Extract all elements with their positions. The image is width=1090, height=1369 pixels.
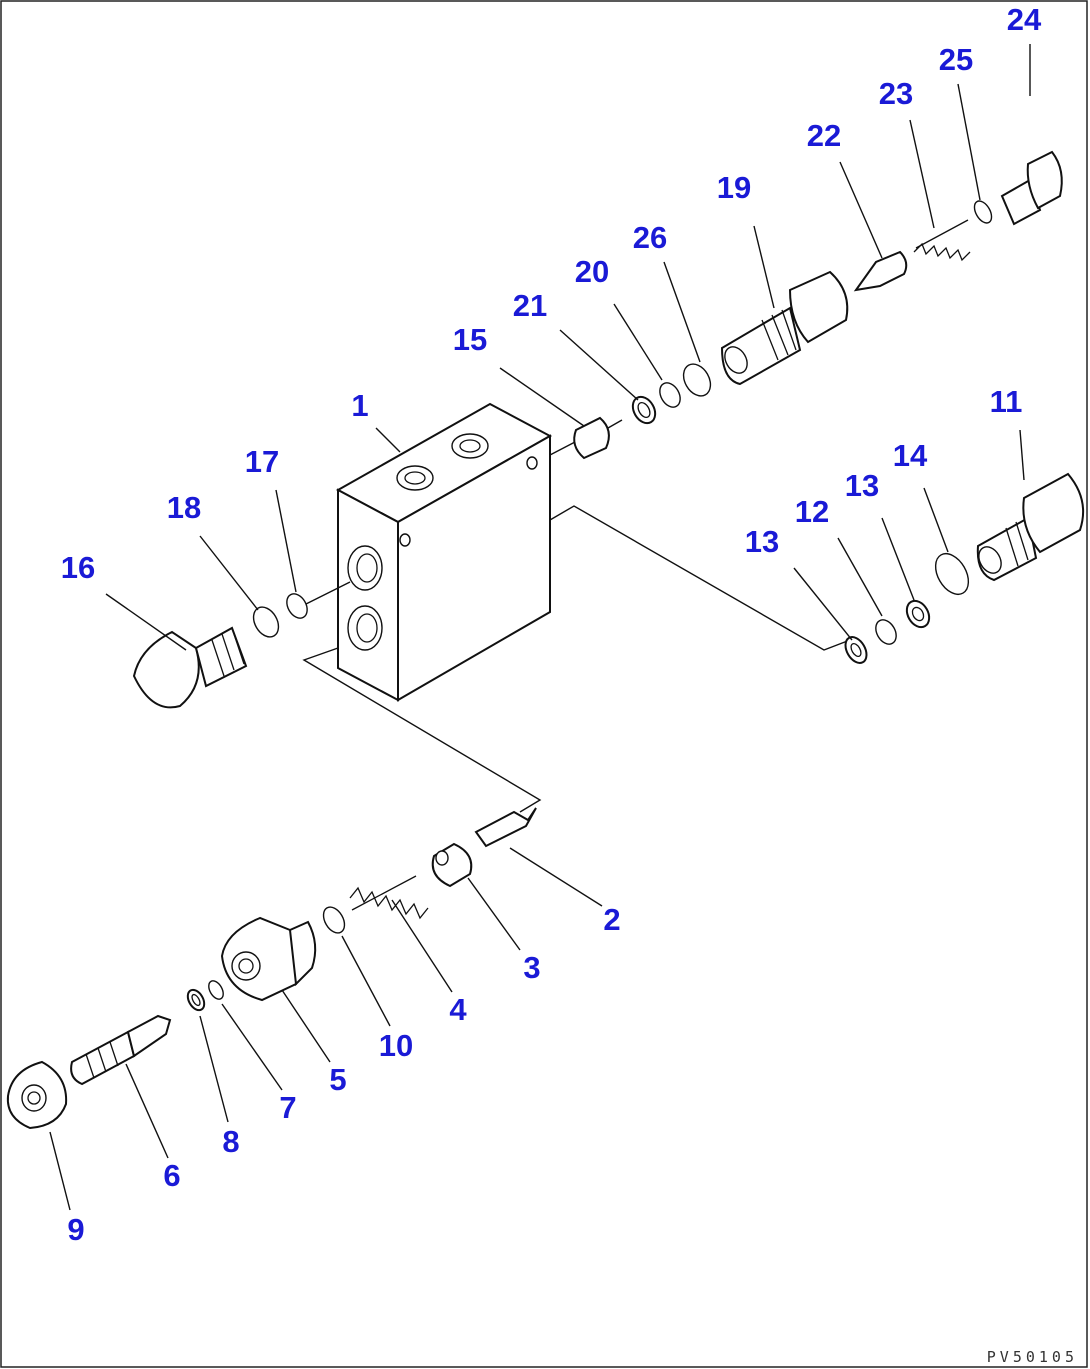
part-label-18: 18 [167,490,201,525]
part-label-7: 7 [279,1090,296,1125]
part-label-14: 14 [893,438,928,473]
part-5-nut [220,916,317,1002]
part-3-seat [431,842,473,888]
leader-lines [49,44,1031,1211]
part-label-17: 17 [245,444,279,479]
drawing-code: PV50105 [987,1348,1078,1366]
valve-body [335,402,553,702]
part-label-8: 8 [222,1124,239,1159]
part-label-24: 24 [1007,2,1042,37]
part-label-12: 12 [795,494,829,529]
part-label-16: 16 [61,550,95,585]
part-label-20: 20 [575,254,609,289]
part-19-valve-cartridge [720,270,849,386]
part-22-poppet [853,250,908,292]
part-8-backup-ring [186,988,206,1012]
part-20-o-ring [659,382,681,408]
part-13-backup-ring-upper [905,599,931,629]
part-13-backup-ring-lower [844,636,868,664]
part-23-spring [913,219,971,262]
assembly-lines [299,441,851,813]
part-16-plug [132,626,248,709]
part-15-plug [573,416,623,460]
part-25-o-ring [973,200,993,224]
part-label-22: 22 [807,118,841,153]
part-10-o-ring [322,906,346,934]
part-6-adjusting-screw [70,1014,172,1086]
part-21-backup-ring [631,395,657,425]
part-24-plug [1000,150,1063,226]
part-label-13-upper: 13 [845,468,879,503]
part-label-6: 6 [163,1158,180,1193]
part-label-11: 11 [990,384,1023,419]
part-label-21: 21 [513,288,547,323]
part-label-3: 3 [523,950,540,985]
part-label-26: 26 [633,220,667,255]
part-labels: 1 2 3 4 5 6 7 8 9 10 11 12 13 13 14 15 1… [61,2,1042,1247]
part-2-pin [474,807,537,848]
part-9-locknut [6,1060,68,1130]
part-label-13-lower: 13 [745,524,779,559]
part-label-10: 10 [379,1028,413,1063]
part-label-23: 23 [879,76,913,111]
part-26-o-ring [682,363,712,397]
part-4-spring [349,875,429,920]
part-11-relief-valve [976,472,1084,582]
part-label-2: 2 [603,902,620,937]
part-label-25: 25 [939,42,973,77]
part-label-9: 9 [67,1212,84,1247]
part-18-o-ring [252,606,280,638]
part-label-19: 19 [717,170,751,205]
part-label-4: 4 [449,992,467,1027]
part-12-o-ring [875,619,897,645]
part-label-1: 1 [351,388,368,423]
part-7-o-ring [208,980,224,1000]
part-label-15: 15 [453,322,487,357]
part-14-o-ring [934,553,970,595]
part-17-o-ring [286,593,308,619]
part-label-5: 5 [329,1062,346,1097]
